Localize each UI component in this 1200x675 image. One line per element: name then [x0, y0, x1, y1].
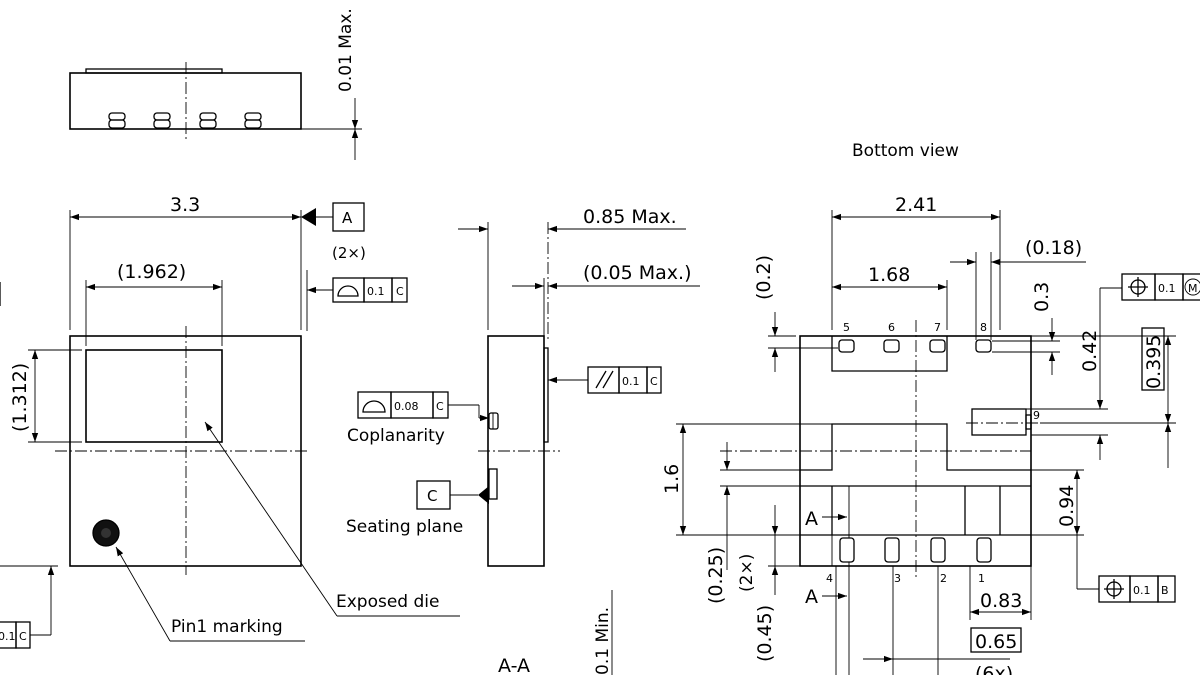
top-pads — [838, 339, 992, 353]
svg-text:C: C — [19, 630, 27, 643]
dim-pad-width: (0.18) — [1025, 237, 1082, 259]
pin-4: 4 — [826, 572, 833, 585]
pin-3: 3 — [894, 572, 901, 585]
dim-min-01: 0.1 Min. — [593, 607, 613, 675]
label-exposed-die: Exposed die — [336, 592, 439, 612]
dim-top-02: (0.2) — [753, 255, 775, 300]
dim-pad-pitch: 1.68 — [868, 264, 910, 286]
side-view: 0.85 Max. (0.05 Max.) 0.1 C 0.08 C — [346, 206, 700, 675]
section-marker-top: A — [805, 508, 818, 530]
svg-text:0.1: 0.1 — [0, 630, 16, 643]
profile-frame: 0.1 C — [332, 277, 408, 303]
position-frame-b: 0.1 B — [1098, 575, 1176, 603]
parallel-frame: 0.1 C — [587, 366, 662, 394]
dim-pin9-042: 0.42 — [1079, 330, 1101, 372]
svg-text:0.08: 0.08 — [394, 400, 419, 413]
label-coplanarity: Coplanarity — [347, 426, 445, 446]
top-view: 3.3 A (1.962) (2×) 0.1 C (1.312) Exposed — [0, 194, 460, 649]
pin-8: 8 — [980, 321, 987, 334]
dim-025: (0.25) — [705, 547, 727, 604]
dim-065: 0.65 — [975, 631, 1017, 653]
pin-9-pad — [971, 408, 1027, 436]
dim-width-3-3: 3.3 — [170, 194, 200, 216]
dim-083: 0.83 — [980, 590, 1022, 612]
datum-a: A — [342, 209, 353, 227]
dim-2x: (2×) — [737, 554, 757, 592]
dim-045: (0.45) — [754, 605, 776, 662]
top-side-view: 0.01 Max. — [69, 8, 362, 160]
svg-text:C: C — [436, 400, 444, 413]
dim-die-width: (1.962) — [117, 261, 186, 283]
label-seating-plane: Seating plane — [346, 517, 463, 537]
svg-text:0.1: 0.1 — [622, 375, 640, 388]
bottom-pads — [839, 537, 992, 563]
dim-top-max: 0.01 Max. — [336, 8, 356, 92]
label-pin1-marking: Pin1 marking — [171, 617, 283, 637]
dim-094: 0.94 — [1056, 485, 1078, 527]
bottom-view-title: Bottom view — [852, 141, 959, 161]
profile-count: (2×) — [332, 244, 366, 262]
pin-5: 5 — [843, 321, 850, 334]
dim-6x: (6x) — [975, 663, 1013, 675]
dim-height-max: 0.85 Max. — [583, 206, 677, 228]
pin-1: 1 — [978, 572, 985, 585]
pin-9: 9 — [1033, 409, 1040, 422]
dim-pin9-0395: 0.395 — [1143, 335, 1165, 389]
dim-die-height: (1.312) — [9, 363, 31, 432]
pin-2: 2 — [940, 572, 947, 585]
dim-pad-h: 0.3 — [1031, 282, 1053, 312]
section-label: A-A — [498, 655, 530, 675]
position-frame-a: 0.1 M — [1121, 273, 1200, 301]
datum-c: C — [427, 487, 437, 505]
dim-die-max: (0.05 Max.) — [583, 262, 692, 284]
svg-text:M: M — [1188, 282, 1198, 295]
svg-text:C: C — [650, 375, 658, 388]
coplanarity-frame: 0.08 C — [357, 391, 449, 419]
bottom-view: Bottom view 5 6 7 8 4 — [661, 141, 1200, 675]
dim-bottom-width: 2.41 — [895, 194, 937, 216]
pin-7: 7 — [934, 321, 941, 334]
svg-text:0.1: 0.1 — [1133, 584, 1151, 597]
pads-row — [108, 112, 262, 129]
pin-6: 6 — [888, 321, 895, 334]
svg-text:B: B — [1161, 584, 1169, 597]
dim-center-16: 1.6 — [661, 464, 683, 494]
svg-text:0.1: 0.1 — [1158, 282, 1176, 295]
svg-text:0.1: 0.1 — [367, 285, 385, 298]
section-marker-bottom: A — [805, 586, 818, 608]
svg-text:C: C — [396, 285, 404, 298]
